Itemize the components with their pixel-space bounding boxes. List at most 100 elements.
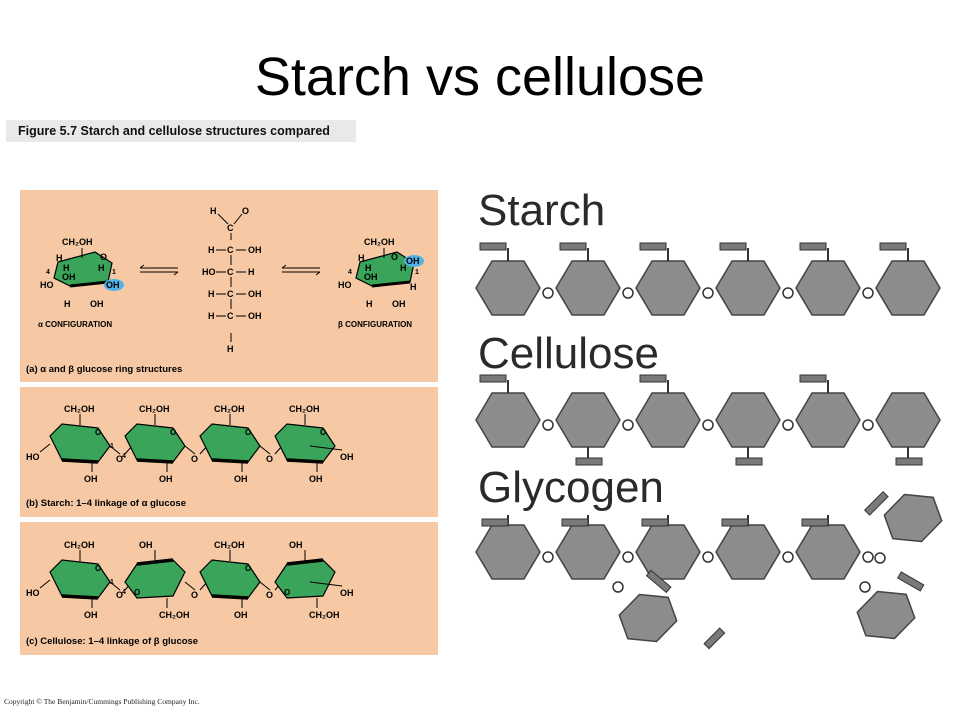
linear-row-4-left: H (208, 311, 215, 321)
linear-row-2-carbon: C (227, 267, 234, 277)
glycosidic-oxygen: O (191, 590, 198, 600)
ring-bottom-label: OH (234, 610, 248, 620)
ring-top-label: OH (289, 540, 303, 550)
branch-hexagon (856, 590, 916, 640)
glycogen-heading: Glycogen (478, 463, 664, 512)
side-group-tab (879, 242, 907, 251)
side-group-tab (721, 518, 749, 527)
chain-left-ho: HO (26, 452, 40, 462)
glucose-hexagon (635, 260, 701, 316)
textbook-figure: CH₂OH O H H OH H HO 4 1 OH H OH α CONFIG… (20, 190, 438, 655)
ring-oxygen: O (95, 428, 101, 437)
ring-oxygen: O (134, 588, 140, 597)
side-group-tab (799, 374, 827, 383)
figure-caption: Figure 5.7 Starch and cellulose structur… (6, 120, 356, 142)
beta-oh-bottom: OH (392, 299, 406, 309)
panel-a-background (20, 190, 438, 382)
side-group-tab (895, 457, 923, 466)
panel-c-caption: (c) Cellulose: 1–4 linkage of β glucose (26, 636, 198, 647)
glycosidic-oxygen: O (116, 454, 123, 464)
glucose-hexagon (715, 260, 781, 316)
linear-row-4-carbon: C (227, 311, 234, 321)
glycosidic-link (542, 287, 554, 299)
side-group-tab (735, 457, 763, 466)
glucose-hexagon (555, 524, 621, 580)
beta-ho: HO (338, 280, 352, 290)
glucose-hexagon (875, 392, 941, 448)
glycosidic-link (702, 419, 714, 431)
side-group-tab (897, 571, 925, 592)
ring-bottom-label: OH (84, 474, 98, 484)
ring-oxygen: O (245, 428, 251, 437)
glucose-hexagon (635, 392, 701, 448)
beta-highlight (404, 255, 424, 267)
polysaccharide-chain-diagram: Starch Cellulose Glycogen (475, 186, 943, 650)
linkage-pos-1: 1 (110, 579, 114, 586)
alpha-ch2oh: CH₂OH (62, 237, 93, 247)
glycosidic-oxygen: O (191, 454, 198, 464)
ring-top-label: OH (139, 540, 153, 550)
alpha-oh-highlight: OH (106, 280, 120, 290)
branch-hexagon (618, 593, 678, 643)
alpha-highlight (104, 279, 124, 291)
alpha-oh-bottom: OH (90, 299, 104, 309)
side-group-tab (479, 242, 507, 251)
glycosidic-link (782, 287, 794, 299)
side-group-tab (801, 518, 829, 527)
beta-num-4: 4 (348, 269, 352, 276)
glycosidic-link (542, 419, 554, 431)
ring-oxygen: O (284, 588, 290, 597)
alpha-h-1: H (56, 253, 63, 263)
beta-num-1: 1 (415, 269, 419, 276)
ring-bottom-label: OH (84, 610, 98, 620)
glycosidic-link (862, 551, 874, 563)
side-group-tab (561, 518, 589, 527)
glucose-hexagon (635, 524, 701, 580)
linear-row-3-left: H (208, 289, 215, 299)
alpha-h-4: H (64, 299, 71, 309)
equilibrium-arrows-left (139, 264, 179, 276)
side-group-tab (719, 242, 747, 251)
glycosidic-link (702, 287, 714, 299)
ring-oxygen: O (320, 428, 326, 437)
glycosidic-oxygen: O (266, 454, 273, 464)
glycosidic-link (782, 419, 794, 431)
side-group-tab (575, 457, 603, 466)
side-group-tab (863, 490, 889, 516)
beta-oh-inner: OH (364, 272, 378, 282)
glucose-hexagon (795, 260, 861, 316)
ring-top-label: CH₂OH (64, 404, 95, 414)
glucose-hexagon (475, 392, 541, 448)
beta-h-3: H (400, 263, 407, 273)
ring-oxygen: O (95, 564, 101, 573)
glycosidic-link (542, 551, 554, 563)
glycosidic-link (862, 287, 874, 299)
side-group-tab (703, 627, 726, 650)
glucose-hexagon (475, 260, 541, 316)
ring-top-label: CH₂OH (214, 404, 245, 414)
side-group-tab (799, 242, 827, 251)
glucose-hexagon (475, 524, 541, 580)
glucose-hexagon (715, 524, 781, 580)
linkage-pos-1: 1 (110, 443, 114, 450)
glucose-hexagon (795, 392, 861, 448)
side-group-tab (639, 374, 667, 383)
beta-oh-highlight: OH (406, 256, 420, 266)
ring-bottom-label: OH (234, 474, 248, 484)
glucose-hexagon (715, 392, 781, 448)
linear-top-c: C (227, 223, 234, 233)
branch-link (859, 581, 871, 593)
copyright-note: Copyright © The Benjamin/Cummings Publis… (4, 697, 200, 706)
chain-right-oh: OH (340, 588, 354, 598)
linear-row-1-left: H (208, 245, 215, 255)
linear-row-2-right: H (248, 267, 255, 277)
linear-row-3-carbon: C (227, 289, 234, 299)
side-group-tab (559, 242, 587, 251)
linear-top-o: O (242, 206, 249, 216)
glycosidic-link (622, 551, 634, 563)
side-group-tab (639, 242, 667, 251)
linear-top-h: H (210, 206, 217, 216)
ring-bottom-label: CH₂OH (159, 610, 190, 620)
